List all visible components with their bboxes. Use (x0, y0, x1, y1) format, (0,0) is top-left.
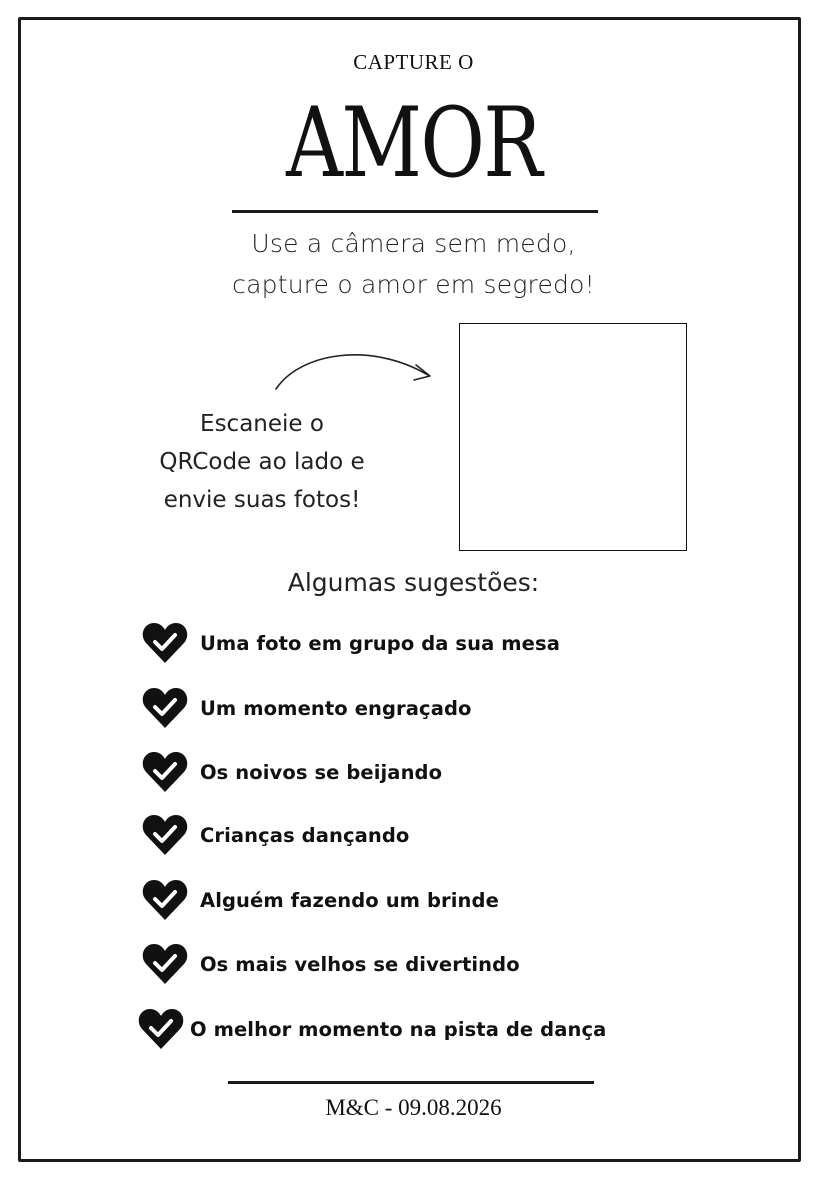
suggestions-title: Algumas sugestões: (287, 568, 540, 597)
qr-code-placeholder[interactable] (459, 323, 687, 551)
scan-line-1: Escaneie o (200, 411, 324, 437)
suggestion-label: Alguém fazendo um brinde (200, 888, 499, 912)
heart-check-icon (142, 623, 188, 663)
suggestion-label: Um momento engraçado (200, 696, 472, 720)
card-border (18, 17, 801, 1162)
suggestion-item: Uma foto em grupo da sua mesa (142, 621, 560, 665)
subtitle-line-1: Use a câmera sem medo, (251, 229, 576, 258)
scan-line-3: envie suas fotos! (163, 487, 361, 513)
heart-check-icon (142, 688, 188, 728)
suggestion-item: Um momento engraçado (142, 686, 472, 730)
scan-instructions: Escaneie o QRCode ao lado e envie suas f… (132, 405, 392, 519)
suggestion-label: Os noivos se beijando (200, 760, 443, 784)
heart-check-icon (142, 944, 188, 984)
heart-check-icon (142, 815, 188, 855)
pre-title: CAPTURE O (353, 50, 474, 74)
top-divider (232, 210, 598, 213)
footer-signature: M&C - 09.08.2026 (325, 1095, 502, 1120)
suggestion-label: Crianças dançando (200, 823, 410, 847)
suggestion-item: Crianças dançando (142, 813, 409, 857)
curved-arrow-icon (275, 354, 431, 390)
suggestion-label: Uma foto em grupo da sua mesa (200, 631, 560, 655)
suggestion-label: O melhor momento na pista de dança (190, 1017, 607, 1041)
heart-check-icon (142, 880, 188, 920)
heart-check-icon (142, 752, 188, 792)
suggestion-item: Os mais velhos se divertindo (142, 942, 520, 986)
bottom-divider (228, 1081, 594, 1084)
heart-check-icon (138, 1009, 184, 1049)
suggestion-item: O melhor momento na pista de dança (138, 1007, 606, 1051)
suggestion-item: Os noivos se beijando (142, 750, 442, 794)
page-title: AMOR (286, 87, 542, 199)
suggestion-item: Alguém fazendo um brinde (142, 878, 499, 922)
subtitle-line-2: capture o amor em segredo! (232, 270, 595, 299)
scan-line-2: QRCode ao lado e (159, 449, 365, 475)
suggestion-label: Os mais velhos se divertindo (200, 952, 520, 976)
